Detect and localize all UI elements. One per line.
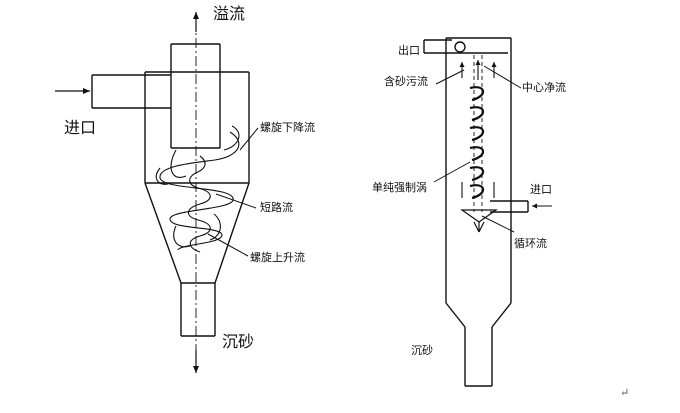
label-short-circuit-flow: 短路流 xyxy=(260,201,293,214)
spiral-up-flow xyxy=(187,155,211,253)
label-spiral-up-flow: 螺旋上升流 xyxy=(250,251,305,264)
vortex-separator-right xyxy=(423,37,552,387)
leader-sandy-sewage xyxy=(435,69,465,85)
leader-short-circuit xyxy=(215,193,257,209)
label-outlet: 出口 xyxy=(398,44,420,57)
leader-center-clean xyxy=(483,65,522,89)
label-sediment-right: 沉砂 xyxy=(411,344,433,357)
underflow-pipe xyxy=(180,282,216,337)
inlet-pipe xyxy=(91,74,171,109)
lower-swirl xyxy=(173,213,221,248)
label-sandy-sewage: 含砂污流 xyxy=(384,75,428,88)
leader-spiral-up xyxy=(207,233,249,257)
leader-forced-vortex xyxy=(433,161,471,183)
outlet-pipe xyxy=(423,39,508,54)
label-forced-vortex: 单纯强制涡 xyxy=(372,181,427,194)
short-circuit-flow xyxy=(155,149,187,185)
label-spiral-down-flow: 螺旋下降流 xyxy=(260,121,315,134)
cone-deflector xyxy=(460,209,498,233)
leader-circulation xyxy=(481,215,515,233)
label-inlet-right: 进口 xyxy=(530,183,552,196)
leader-spiral-down xyxy=(239,127,259,151)
label-sediment-left: 沉砂 xyxy=(222,332,255,351)
label-center-clean-flow: 中心净流 xyxy=(522,81,566,94)
label-inlet-left: 进口 xyxy=(64,118,97,137)
forced-vortex-coils xyxy=(469,86,485,200)
inlet-pipe-right xyxy=(490,200,529,213)
label-overflow: 溢流 xyxy=(213,4,246,23)
label-circulation-flow: 循环流 xyxy=(514,237,547,250)
hydrocyclone-left xyxy=(55,12,259,375)
vessel-body xyxy=(445,37,512,328)
overflow-pipe xyxy=(170,43,221,149)
return-mark: ↵ xyxy=(620,386,630,399)
bottom-pipe xyxy=(464,327,493,387)
spiral-down-flow xyxy=(159,131,240,251)
cyclone-body xyxy=(144,71,250,284)
spiral-top-curl xyxy=(223,125,240,151)
